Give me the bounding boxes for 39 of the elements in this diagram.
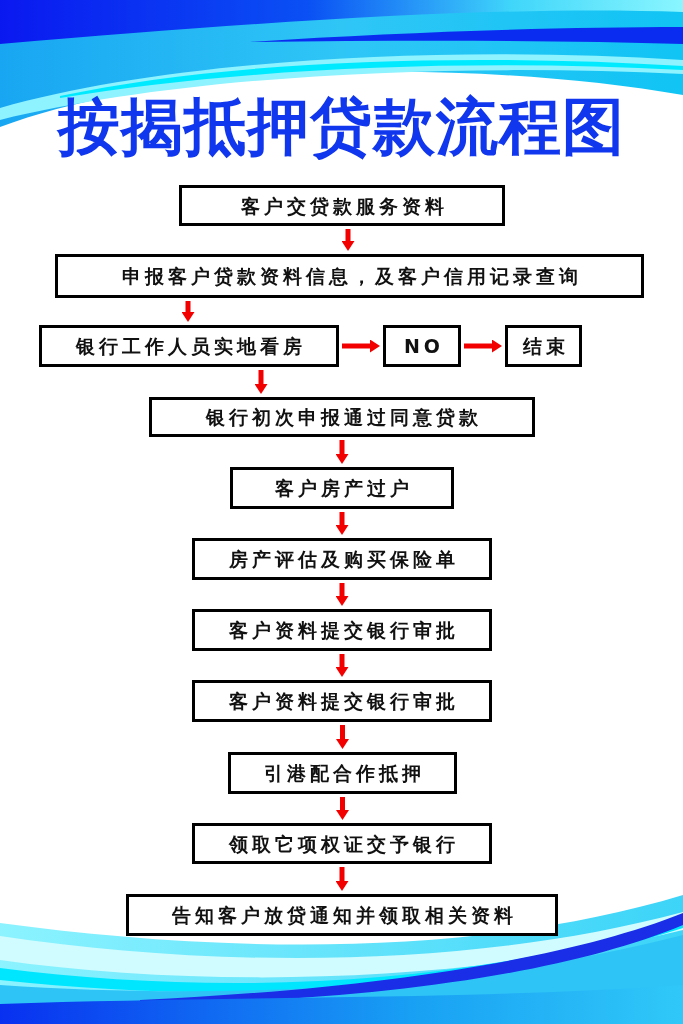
arrow [336, 797, 349, 820]
process-box [230, 467, 454, 509]
arrow [464, 339, 502, 353]
arrow [342, 339, 380, 353]
step-label: NO [402, 334, 445, 358]
step-label: 结束 [521, 334, 569, 358]
step-label: 引港配合作抵押 [263, 761, 425, 785]
arrow [335, 654, 349, 677]
arrow [335, 867, 349, 891]
process-box [192, 680, 492, 722]
arrow [335, 440, 349, 464]
process-box [383, 325, 461, 367]
process-box [228, 752, 457, 794]
process-box [149, 397, 535, 437]
step-label: 银行工作人员实地看房 [74, 334, 306, 358]
title: 按揭抵押贷款流程图 [58, 92, 625, 162]
process-box [179, 185, 505, 226]
process-box [505, 325, 582, 367]
step-label: 客户资料提交银行审批 [228, 689, 459, 713]
process-box [55, 254, 644, 298]
step-label: 申报客户贷款资料信息，及客户信用记录查询 [120, 264, 582, 288]
process-box [39, 325, 339, 367]
arrow [181, 301, 195, 322]
step-label: 客户资料提交银行审批 [228, 618, 459, 642]
step-label: 客户房产过户 [274, 476, 413, 500]
arrow [335, 512, 349, 535]
process-box [126, 894, 558, 936]
arrow [336, 725, 349, 749]
arrow [341, 229, 355, 251]
process-box [192, 823, 492, 864]
step-label: 房产评估及购买保险单 [228, 547, 459, 571]
step-label: 银行初次申报通过同意贷款 [204, 405, 482, 429]
process-box [192, 609, 492, 651]
process-box [192, 538, 492, 580]
step-label: 领取它项权证交予银行 [227, 831, 459, 856]
arrow [335, 583, 349, 606]
step-label: 告知客户放贷通知并领取相关资料 [170, 903, 517, 927]
step-label: 客户交贷款服务资料 [239, 193, 448, 218]
arrow [254, 370, 268, 394]
